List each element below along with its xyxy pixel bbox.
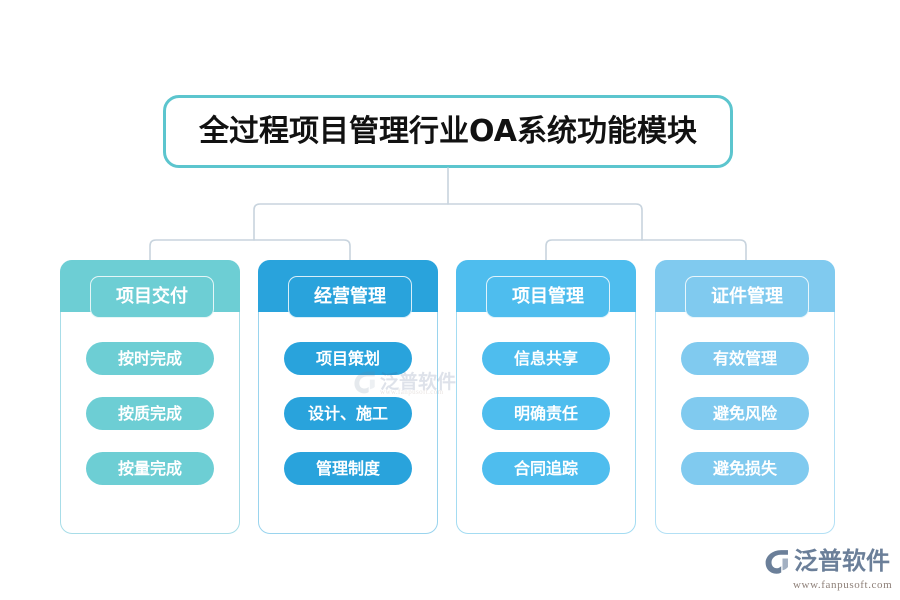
module-item-label: 按时完成 bbox=[117, 348, 182, 368]
module-column-3[interactable]: 项目管理信息共享明确责任合同追踪 bbox=[456, 260, 636, 534]
module-item-pill[interactable]: 按量完成 bbox=[86, 452, 214, 485]
module-item-label: 设计、施工 bbox=[307, 403, 388, 423]
module-column-4[interactable]: 证件管理有效管理避免风险避免损失 bbox=[655, 260, 835, 534]
module-item-label: 信息共享 bbox=[513, 348, 578, 368]
module-item-label: 合同追踪 bbox=[513, 458, 578, 478]
module-item-label: 避免风险 bbox=[712, 403, 777, 423]
module-item-label: 项目策划 bbox=[315, 348, 380, 368]
connector-inner-branch-right bbox=[545, 239, 747, 261]
module-item-pill[interactable]: 项目策划 bbox=[284, 342, 412, 375]
diagram-title-box: 全过程项目管理行业OA系统功能模块 bbox=[163, 95, 733, 168]
module-column-items: 按时完成按质完成按量完成 bbox=[60, 342, 240, 485]
module-column-items: 有效管理避免风险避免损失 bbox=[655, 342, 835, 485]
module-column-items: 信息共享明确责任合同追踪 bbox=[456, 342, 636, 485]
module-item-pill[interactable]: 明确责任 bbox=[482, 397, 610, 430]
module-item-label: 管理制度 bbox=[315, 458, 380, 478]
module-column-header[interactable]: 证件管理 bbox=[685, 276, 809, 318]
module-column-header[interactable]: 项目管理 bbox=[486, 276, 610, 318]
brand-logo-name: 泛普软件 bbox=[794, 547, 890, 575]
brand-logo-row: 泛普软件 bbox=[763, 546, 895, 576]
module-column-2[interactable]: 经营管理项目策划设计、施工管理制度 bbox=[258, 260, 438, 534]
module-item-label: 有效管理 bbox=[712, 348, 777, 368]
module-column-header[interactable]: 经营管理 bbox=[288, 276, 412, 318]
fanpu-logo-icon bbox=[765, 549, 788, 574]
module-item-pill[interactable]: 设计、施工 bbox=[284, 397, 412, 430]
diagram-title-text: 全过程项目管理行业OA系统功能模块 bbox=[199, 113, 697, 149]
module-item-label: 明确责任 bbox=[513, 403, 578, 423]
module-item-pill[interactable]: 管理制度 bbox=[284, 452, 412, 485]
connector-inner-branch-left bbox=[149, 239, 351, 261]
module-item-label: 避免损失 bbox=[712, 458, 777, 478]
brand-logo: 泛普软件 www.fanpusoft.com bbox=[763, 546, 895, 591]
module-column-header-label: 项目交付 bbox=[116, 286, 188, 307]
module-item-pill[interactable]: 按质完成 bbox=[86, 397, 214, 430]
module-column-items: 项目策划设计、施工管理制度 bbox=[258, 342, 438, 485]
brand-logo-url: www.fanpusoft.com bbox=[793, 579, 893, 591]
module-column-header-label: 项目管理 bbox=[512, 286, 584, 307]
module-item-label: 按量完成 bbox=[117, 458, 182, 478]
module-item-pill[interactable]: 信息共享 bbox=[482, 342, 610, 375]
module-column-header-label: 证件管理 bbox=[711, 286, 783, 307]
connector-outer-branch bbox=[253, 203, 643, 241]
module-item-label: 按质完成 bbox=[117, 403, 182, 423]
module-item-pill[interactable]: 按时完成 bbox=[86, 342, 214, 375]
module-item-pill[interactable]: 避免风险 bbox=[681, 397, 809, 430]
module-column-header-label: 经营管理 bbox=[314, 286, 386, 307]
module-column-1[interactable]: 项目交付按时完成按质完成按量完成 bbox=[60, 260, 240, 534]
module-item-pill[interactable]: 有效管理 bbox=[681, 342, 809, 375]
module-item-pill[interactable]: 合同追踪 bbox=[482, 452, 610, 485]
module-item-pill[interactable]: 避免损失 bbox=[681, 452, 809, 485]
module-column-header[interactable]: 项目交付 bbox=[90, 276, 214, 318]
